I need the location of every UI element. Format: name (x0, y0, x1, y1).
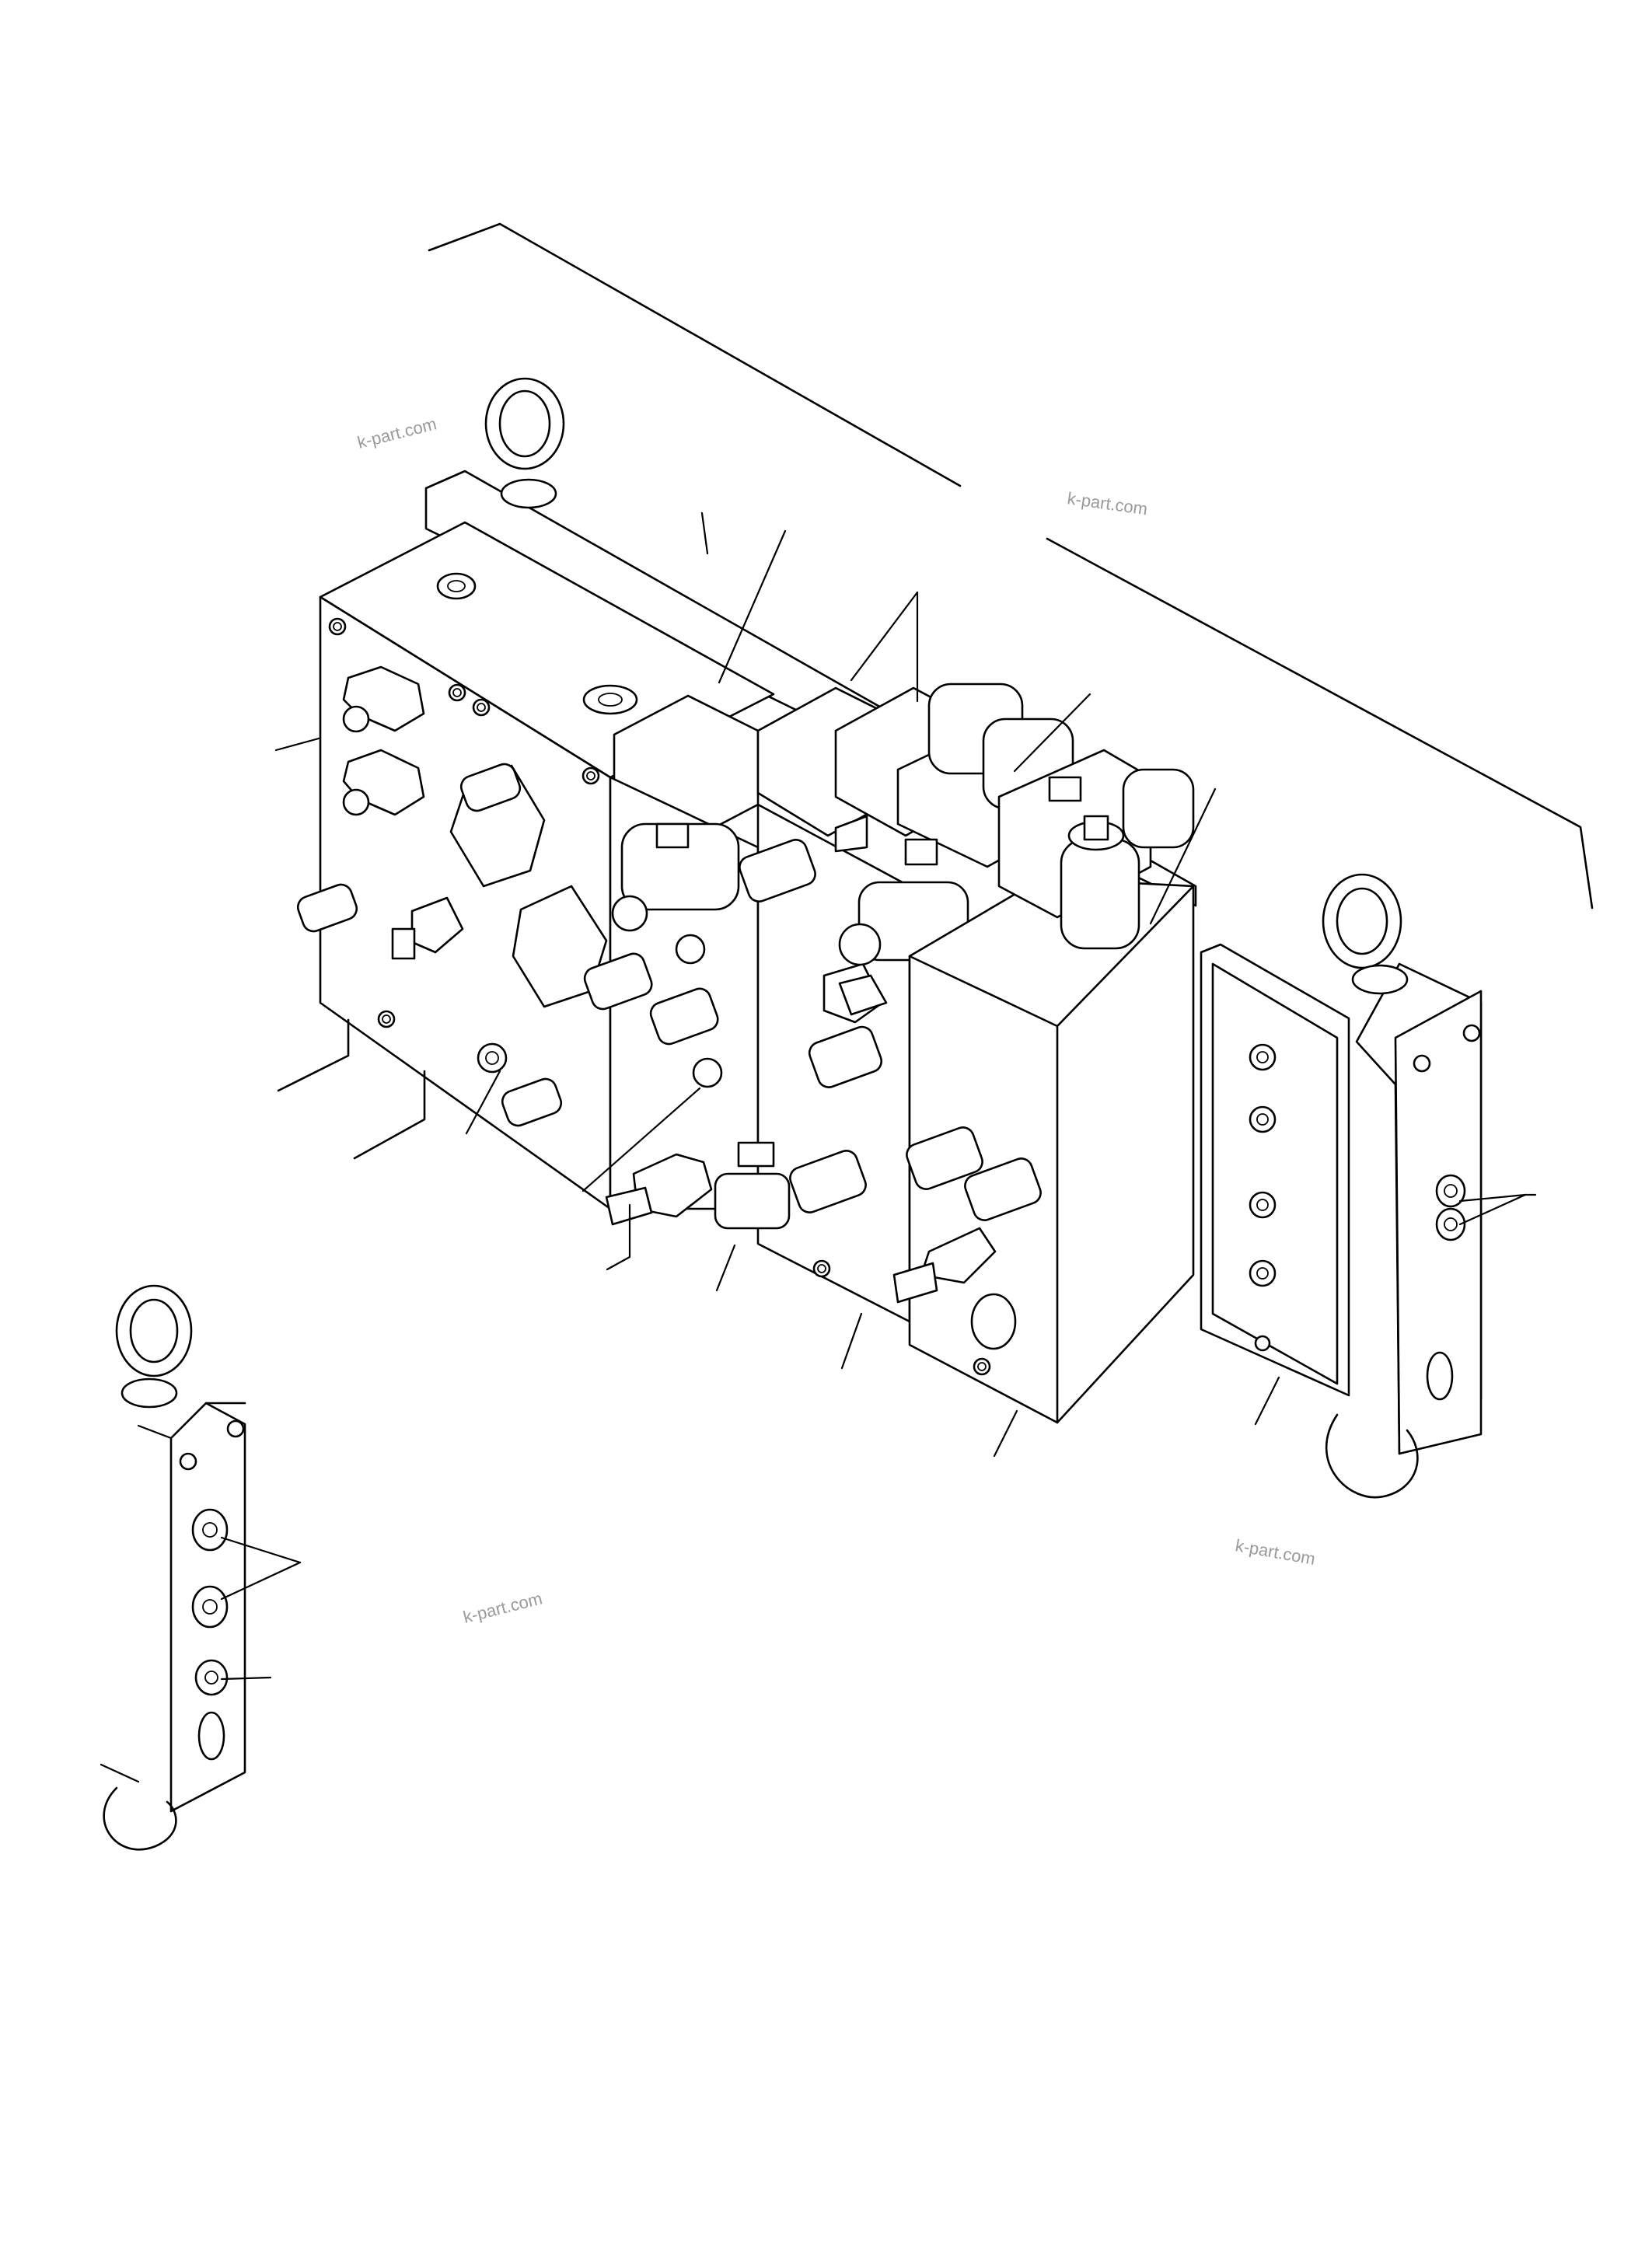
solenoid-coil-icon (714, 1172, 791, 1230)
bolt-icon (328, 617, 600, 1028)
hex-plug-icon (342, 665, 425, 816)
eye-bolt-left (484, 377, 565, 509)
watermark-1: k-part.com (355, 414, 438, 452)
fitting-icon (391, 896, 464, 960)
test-port-cap-icon (906, 1126, 983, 1190)
test-port-cap-icon (583, 952, 653, 1011)
solenoid-coil-icon (1060, 838, 1140, 950)
test-port-cap-icon (739, 839, 816, 903)
washer-icon (675, 934, 706, 965)
cover-plate (1200, 943, 1350, 1397)
detail-end-block (100, 1284, 246, 1851)
tall-valve-block (892, 749, 1195, 1424)
top-bolt-icon (436, 572, 477, 600)
solenoid-coil-icon (1122, 768, 1195, 849)
watermark-4: k-part.com (1234, 1535, 1317, 1569)
washer-icon (477, 1042, 508, 1074)
watermark-3: k-part.com (461, 1588, 544, 1626)
leader-lines (137, 512, 1537, 1681)
test-port-cap-icon (964, 1157, 1042, 1221)
end-block-right (1355, 962, 1483, 1455)
test-port-cap-icon (808, 1025, 883, 1088)
top-bracket-line (428, 222, 1594, 910)
eye-bolt-right (1322, 873, 1419, 1499)
test-port-cap-icon (789, 1150, 867, 1213)
test-port-cap-icon (296, 763, 563, 1127)
top-plug-icon (582, 684, 638, 715)
watermark-2: k-part.com (1066, 488, 1148, 518)
washer-icon (692, 1057, 723, 1088)
test-port-cap-icon (649, 987, 719, 1046)
